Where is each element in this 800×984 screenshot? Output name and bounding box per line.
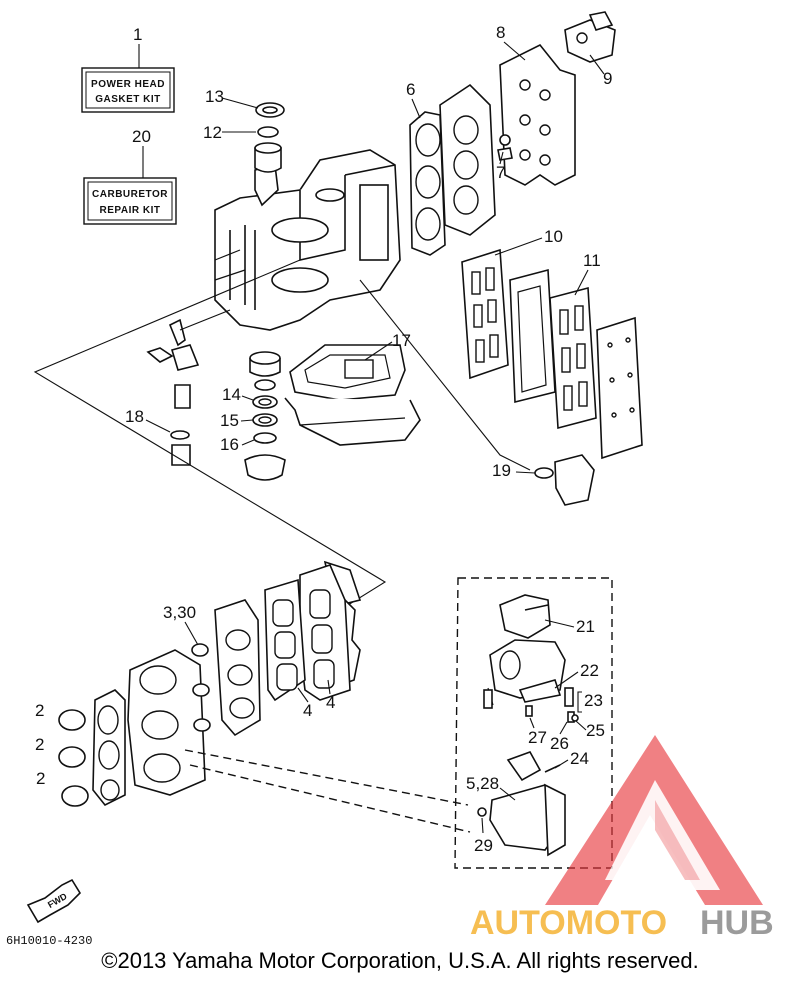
carburetor-bodies: [127, 643, 211, 796]
carburetor-body: [483, 639, 566, 717]
power-head-block: [214, 149, 401, 331]
callout-1: 1: [133, 25, 142, 44]
callout-16: 16: [220, 435, 239, 454]
callout-5-28: 5,28: [466, 774, 499, 793]
callout-2c: 2: [36, 769, 45, 788]
callout-29: 29: [474, 836, 493, 855]
o-ring-12: [257, 126, 279, 138]
callout-10: 10: [544, 227, 563, 246]
fuel-pump-19: [534, 454, 595, 506]
diagram-part-number: 6H10010-4230: [6, 934, 92, 948]
automotohub-watermark-logo: AUTOMOTO HUB: [470, 735, 774, 942]
bearing-housing: [254, 142, 282, 173]
callout-11: 11: [583, 251, 601, 270]
callout-17: 17: [392, 331, 411, 350]
kit-box-carburetor: 20 CARBURETOR REPAIR KIT: [83, 127, 177, 225]
callout-6: 6: [406, 80, 415, 99]
exhaust-gasket-11: [549, 286, 597, 430]
callout-22: 22: [580, 661, 599, 680]
lower-case: [284, 397, 421, 446]
callout-15: 15: [220, 411, 239, 430]
o-rings-2: [58, 709, 89, 807]
callout-7: 7: [496, 163, 505, 182]
callout-8: 8: [496, 23, 505, 42]
cover-gasket-8: [499, 43, 576, 186]
callout-9: 9: [603, 69, 612, 88]
intake-manifold: [214, 599, 261, 737]
callout-23: 23: [584, 691, 603, 710]
fwd-arrow-icon: FWD: [26, 878, 82, 924]
callout-18: 18: [125, 407, 144, 426]
exhaust-gasket-10: [461, 248, 509, 380]
lower-seal-stack: [244, 351, 286, 481]
exhaust-cover: [596, 316, 643, 460]
seal-13: [255, 102, 285, 118]
callout-4b: 4: [326, 693, 335, 712]
kit-label-line2: GASKET KIT: [95, 94, 161, 105]
silencer-gasket: [92, 689, 126, 807]
watermark-text-part2: HUB: [700, 904, 774, 942]
callout-21: 21: [576, 617, 595, 636]
thermostat-gasket-9: [564, 11, 616, 63]
callout-12: 12: [203, 123, 222, 142]
callout-26: 26: [550, 734, 569, 753]
callout-14: 14: [222, 385, 241, 404]
callout-2b: 2: [35, 735, 44, 754]
callout-2a: 2: [35, 701, 44, 720]
cylinder-head: [439, 83, 496, 236]
callout-labels: 13 12 6 8 9 7 10 11 17 14 15 16 18 19 3,…: [35, 23, 612, 855]
carburetor-top: [499, 594, 551, 639]
callout-24: 24: [570, 749, 589, 768]
callout-13: 13: [205, 87, 224, 106]
watermark-text-part1: AUTOMOTO: [470, 904, 667, 942]
base-gasket-17: [289, 344, 406, 401]
callout-3-30: 3,30: [163, 603, 196, 622]
kit-label-line1: POWER HEAD: [91, 79, 165, 90]
jets-23-25: [564, 687, 579, 723]
kit-label-line2: REPAIR KIT: [100, 205, 161, 216]
callout-27: 27: [528, 728, 547, 747]
callout-4a: 4: [303, 701, 312, 720]
seal-housing-18: [146, 318, 200, 466]
intake-gasket-4b: [264, 578, 306, 702]
copyright-notice: ©2013 Yamaha Motor Corporation, U.S.A. A…: [101, 948, 699, 973]
callout-25: 25: [586, 721, 605, 740]
head-gasket-6: [409, 111, 446, 256]
float-24: [506, 751, 561, 782]
callout-19: 19: [492, 461, 511, 480]
kit-box-power-head: 1 POWER HEAD GASKET KIT: [81, 25, 175, 113]
callout-20: 20: [132, 127, 151, 146]
exhaust-plate: [509, 268, 556, 404]
float-bowl-gasket: [477, 783, 566, 857]
kit-label-line1: CARBURETOR: [92, 189, 168, 200]
